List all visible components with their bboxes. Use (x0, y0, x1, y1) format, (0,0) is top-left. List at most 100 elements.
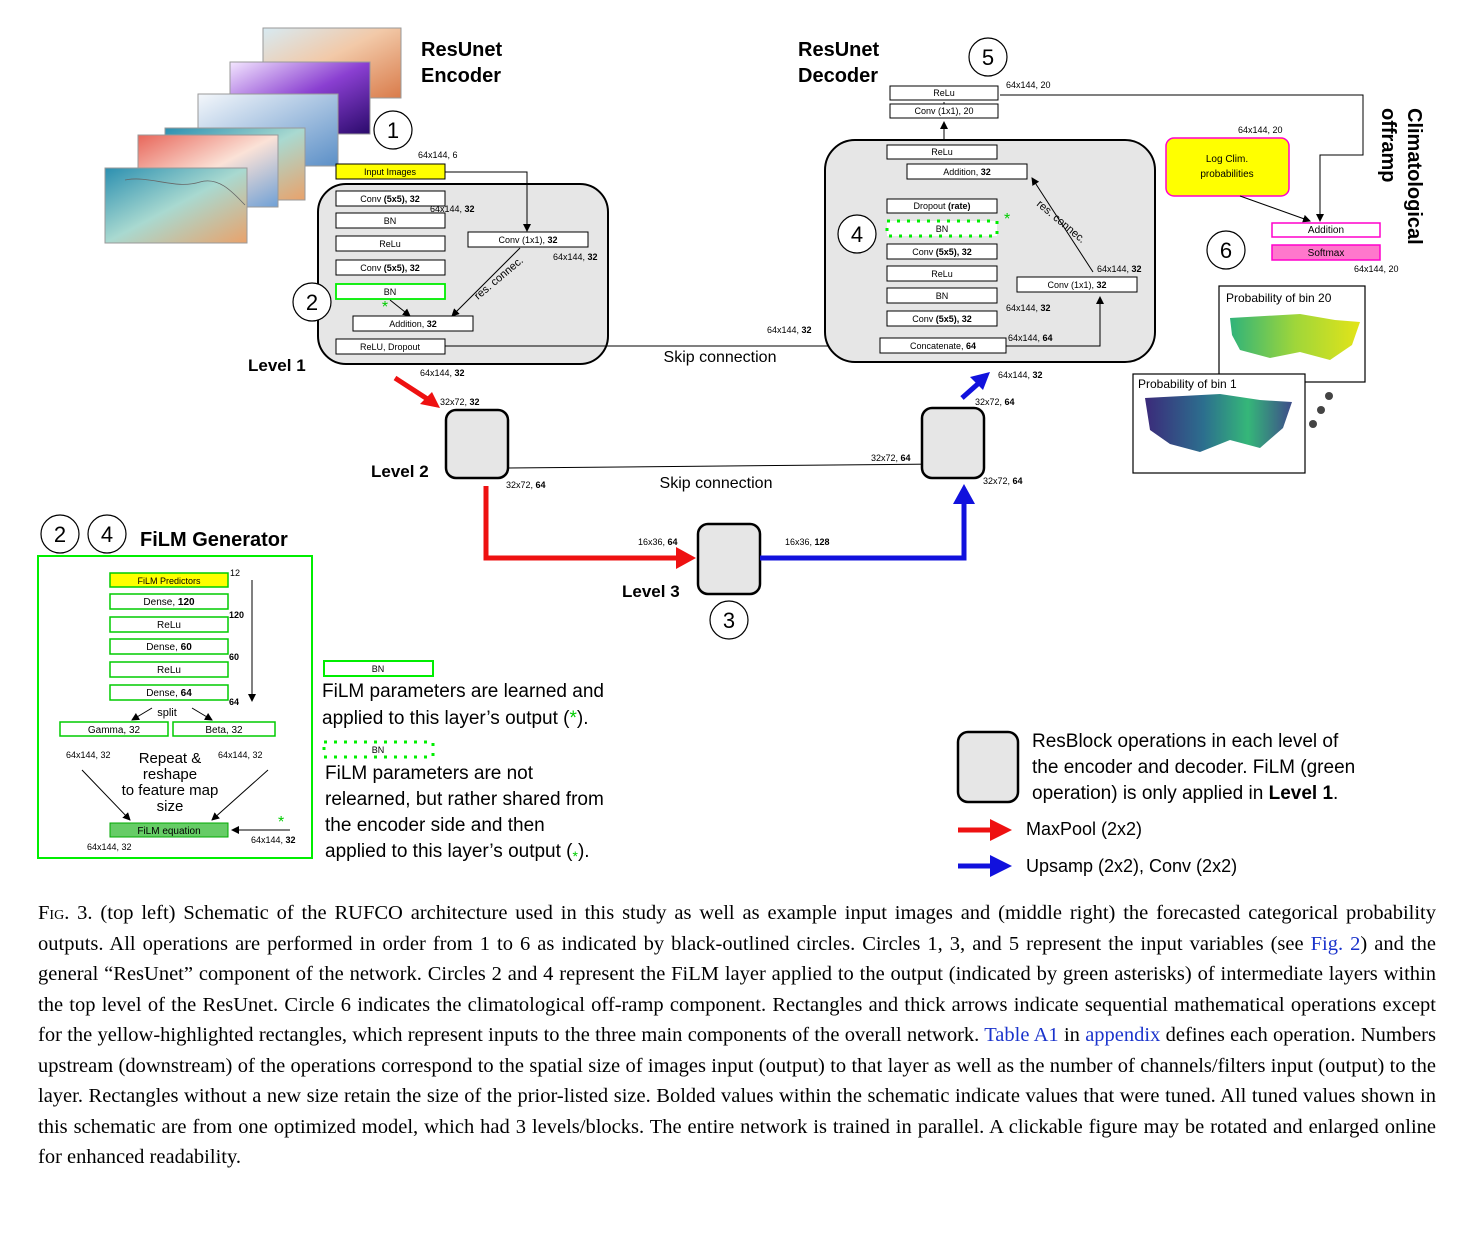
log-clim-dim: 64x144, 20 (1238, 125, 1283, 135)
enc-bn2-label: BN (384, 287, 397, 297)
step-circle-4 (837, 214, 877, 254)
enc-res-conv-box (467, 231, 589, 248)
encoder-title: ResUnet (421, 39, 502, 61)
caption-fig: Fig (38, 902, 65, 924)
offramp-addition-box (1271, 222, 1381, 238)
legend-bn-dotted-label: BN (372, 745, 385, 755)
dec-bn-label: BN (936, 291, 949, 301)
caption-appendix-link[interactable]: appendix (1085, 1024, 1161, 1046)
film-dense120-label: Dense, 120 (143, 597, 195, 608)
film-dense64-box (109, 684, 229, 701)
level-2-dec-up-dim: 64x144, 32 (998, 370, 1043, 380)
enc-relu-dropout-label: ReLU, Dropout (360, 342, 421, 352)
step-circle-1-label: 1 (387, 118, 399, 143)
step-circle-1 (373, 110, 413, 150)
enc-conv-b-label: Conv (5x5), 32 (360, 263, 420, 273)
caption-table-a1-link[interactable]: Table A1 (984, 1024, 1059, 1046)
enc-film-asterisk: * (382, 299, 388, 316)
caption-part-3: in (1058, 1024, 1086, 1046)
dec-relu-label: ReLu (931, 147, 953, 157)
step-circle-6 (1206, 230, 1246, 270)
film-eq-dim-right: 64x144, 32 (251, 835, 296, 845)
input-image-stack (104, 27, 402, 244)
dec-addition-box (906, 163, 1028, 180)
legend-resblock-text-3: operation) is only applied in Level 1. (1032, 783, 1338, 804)
film-circle-4 (87, 514, 127, 554)
dec-relu-top-label: ReLu (933, 88, 955, 98)
film-split-label: split (157, 707, 177, 719)
decoder-title: ResUnet (798, 39, 879, 61)
skip-2-dim: 32x72, 64 (871, 453, 911, 463)
film-circle-2 (40, 514, 80, 554)
legend-resblock-text-2: the encoder and decoder. FiLM (green (1032, 757, 1355, 778)
enc-conv-a-dim: 64x144, 32 (430, 204, 475, 214)
film-predictors-box (109, 572, 229, 588)
legend-dotted-text-1: FiLM parameters are not (325, 763, 534, 784)
level-2-decoder-block (920, 406, 986, 480)
dec-relu2-box (886, 265, 998, 282)
legend-upsamp-arrow (958, 855, 1012, 877)
level-2-dec-out-dim: 32x72, 64 (983, 476, 1023, 486)
offramp-addition-label: Addition (1308, 225, 1344, 236)
legend-maxpool-label: MaxPool (2x2) (1026, 819, 1142, 839)
film-relu1-box (109, 616, 229, 633)
input-dim: 64x144, 6 (418, 150, 458, 160)
skip-connection-2-label: Skip connection (660, 475, 773, 492)
film-dim60: 60 (229, 652, 239, 662)
enc-res-conv-label: Conv (1x1), 32 (498, 235, 557, 245)
more-bins-dots (1309, 392, 1333, 428)
legend-maxpool-arrow (958, 819, 1012, 841)
level-1-label: Level 1 (248, 356, 306, 375)
legend-dotted-text-3: the encoder side and then (325, 815, 545, 836)
dec-bn-box (886, 287, 998, 304)
legend-resblock-icon (956, 730, 1020, 804)
caption-part-4: defines each operation. Numbers upstream… (38, 1024, 1436, 1168)
legend-solid-text-2: applied to this layer’s output (*). (322, 708, 589, 729)
prob-bin-1-map: Probability of bin 1 (1132, 373, 1306, 474)
caption-part-1: . 3. (top left) Schematic of the RUFCO a… (38, 902, 1436, 955)
film-circle-4-label: 4 (101, 522, 113, 547)
dec-dropout-box (886, 198, 998, 214)
architecture-diagram: ResUnet Encoder 1 64x144, 6 Input Images… (37, 27, 1425, 877)
film-dense60-label: Dense, 60 (146, 642, 192, 653)
level-1-out-dim: 64x144, 32 (420, 368, 465, 378)
enc-relu-box (335, 235, 446, 252)
film-predictors-dim: 12 (230, 568, 240, 578)
dec-conv-b-box (886, 310, 998, 327)
dec-res-conv-label: Conv (1x1), 32 (1047, 280, 1106, 290)
input-images-label: Input Images (364, 167, 417, 177)
caption-fig2-link[interactable]: Fig. 2 (1310, 932, 1361, 955)
enc-conv-a-label: Conv (5x5), 32 (360, 194, 420, 204)
prob-bin-20-label: Probability of bin 20 (1226, 291, 1332, 305)
softmax-box (1271, 244, 1381, 261)
film-dim-left: 64x144, 32 (66, 750, 111, 760)
offramp-title: Climatological (1403, 108, 1425, 245)
film-equation-box (109, 822, 229, 838)
step-circle-5-label: 5 (982, 45, 994, 70)
dec-relu2-label: ReLu (931, 269, 953, 279)
legend-solid-text-1: FiLM parameters are learned and (322, 681, 604, 702)
dec-addition-label: Addition, 32 (943, 167, 991, 177)
decoder-title-2: Decoder (798, 65, 878, 87)
dec-res-conv-box (1016, 276, 1138, 293)
film-beta-label: Beta, 32 (205, 725, 243, 736)
film-repeat-line-3: to feature map (122, 782, 219, 799)
figure-caption: Fig. 3. (top left) Schematic of the RUFC… (38, 898, 1436, 1173)
enc-conv-a-box (335, 190, 446, 207)
step-circle-2 (292, 282, 332, 322)
level-3-block (696, 522, 762, 596)
log-clim-label-1: Log Clim. (1206, 154, 1248, 165)
level-2-in-dim: 32x72, 32 (440, 397, 480, 407)
film-gamma-label: Gamma, 32 (88, 725, 141, 736)
dec-relu-box (886, 144, 998, 160)
log-clim-label-2: probabilities (1200, 169, 1253, 180)
enc-bn1-label: BN (384, 216, 397, 226)
level-2-label: Level 2 (371, 462, 429, 481)
film-equation-label: FiLM equation (137, 826, 200, 837)
step-circle-6-label: 6 (1220, 238, 1232, 263)
level-2-encoder-block (444, 408, 510, 480)
film-dim-right: 64x144, 32 (218, 750, 263, 760)
level-2-dec-in-dim: 32x72, 64 (975, 397, 1015, 407)
offramp-title-2: offramp (1377, 108, 1399, 182)
film-dense64-label: Dense, 64 (146, 688, 192, 699)
